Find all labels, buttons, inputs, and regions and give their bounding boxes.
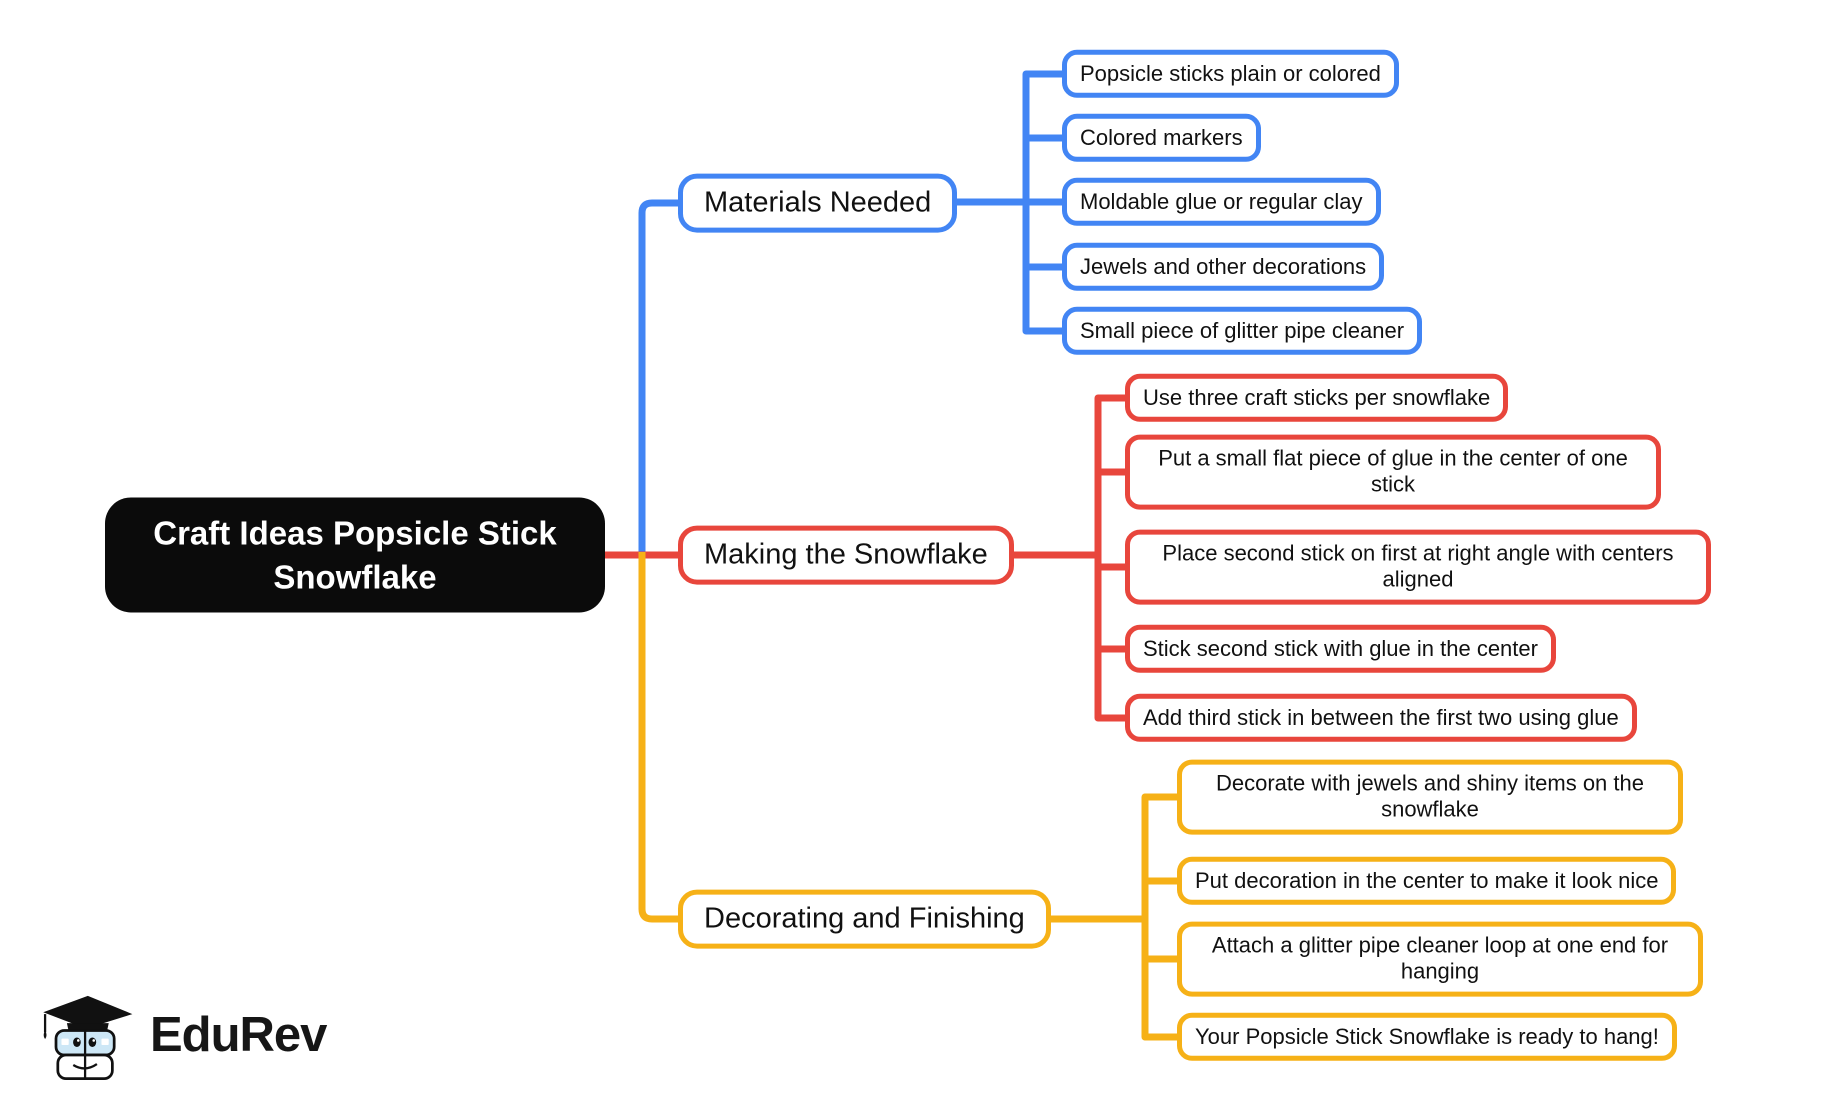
edurev-mascot-icon bbox=[43, 995, 133, 1080]
child-node: Moldable glue or regular clay bbox=[1062, 177, 1381, 227]
edurev-logo[interactable]: EduRev bbox=[36, 985, 327, 1085]
child-node: Add third stick in between the first two… bbox=[1125, 693, 1637, 743]
branch-node-decorating-and-finishing: Decorating and Finishing bbox=[678, 889, 1051, 949]
connector-red-trunk bbox=[1094, 394, 1135, 722]
child-node: Attach a glitter pipe cleaner loop at on… bbox=[1177, 921, 1703, 997]
connector-blue-trunk bbox=[1022, 70, 1070, 335]
connector-blue-elbow bbox=[638, 199, 700, 558]
branch-node-materials-needed: Materials Needed bbox=[678, 173, 958, 233]
child-node: Place second stick on first at right ang… bbox=[1125, 529, 1711, 605]
connector-group-decorating bbox=[638, 552, 1185, 1041]
child-node: Put a small flat piece of glue in the ce… bbox=[1125, 434, 1661, 510]
child-node: Use three craft sticks per snowflake bbox=[1125, 373, 1509, 423]
child-node: Colored markers bbox=[1062, 113, 1261, 163]
child-node: Jewels and other decorations bbox=[1062, 242, 1385, 292]
child-node: Popsicle sticks plain or colored bbox=[1062, 49, 1399, 99]
connector-yellow-trunk bbox=[1141, 793, 1185, 1041]
child-node: Your Popsicle Stick Snowflake is ready t… bbox=[1177, 1012, 1677, 1062]
child-node: Decorate with jewels and shiny items on … bbox=[1177, 759, 1683, 835]
child-node: Put decoration in the center to make it … bbox=[1177, 856, 1677, 906]
child-node: Small piece of glitter pipe cleaner bbox=[1062, 306, 1423, 356]
connector-yellow-elbow bbox=[638, 552, 700, 923]
root-node: Craft Ideas Popsicle Stick Snowflake bbox=[105, 497, 605, 613]
branch-node-making-the-snowflake: Making the Snowflake bbox=[678, 525, 1014, 585]
edurev-logo-text: EduRev bbox=[150, 1008, 327, 1062]
child-node: Stick second stick with glue in the cent… bbox=[1125, 624, 1556, 674]
connector-group-materials bbox=[638, 70, 1070, 558]
